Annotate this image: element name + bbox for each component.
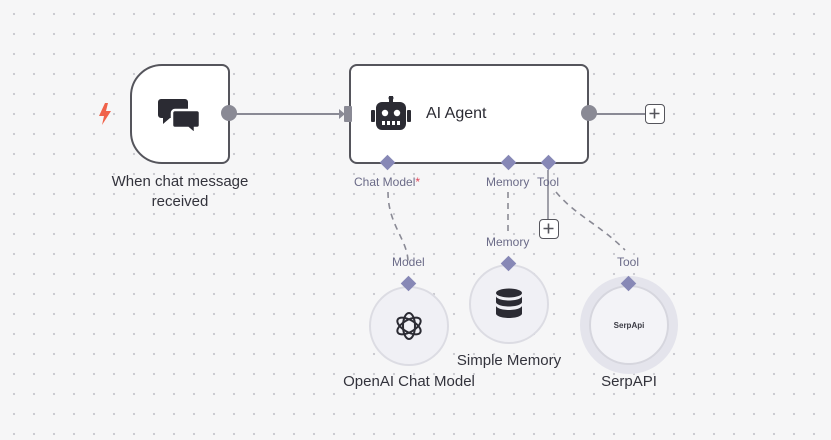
serpapi-logo: SerpApi (613, 320, 645, 330)
plus-icon (543, 223, 554, 234)
connection-tool-to-agent[interactable] (555, 191, 626, 251)
plus-icon (649, 108, 660, 119)
trigger-node-title: When chat message received (111, 173, 249, 210)
ai-agent-node[interactable] (349, 64, 589, 164)
connection-model-to-agent[interactable] (387, 191, 409, 263)
agent-input-port[interactable] (344, 106, 352, 122)
chat-model-port-label: Chat Model* (354, 175, 421, 189)
serpapi-port-label: Tool (617, 255, 640, 269)
memory-node-port-label: Memory (486, 235, 530, 249)
robot-icon (371, 96, 411, 130)
simple-memory-node[interactable] (469, 264, 549, 344)
trigger-output-port[interactable] (221, 105, 237, 121)
openai-logo-icon (396, 312, 422, 340)
connection-arrowhead (339, 109, 345, 119)
memory-port-label: Memory (486, 175, 530, 189)
required-mark: * (415, 175, 421, 189)
chat-bubbles-icon (158, 99, 202, 134)
add-tool-button[interactable] (539, 219, 559, 239)
trigger-node[interactable] (130, 64, 230, 164)
openai-port-label: Model (392, 255, 425, 269)
tool-port-label: Tool (537, 175, 560, 189)
ai-agent-node-title: AI Agent (426, 105, 487, 122)
add-node-button[interactable] (645, 104, 665, 124)
memory-node-title: Simple Memory (456, 352, 562, 369)
serpapi-node[interactable]: SerpApi (589, 285, 669, 365)
agent-output-port[interactable] (581, 105, 597, 121)
lightning-bolt-icon (99, 103, 111, 125)
database-icon (496, 288, 522, 318)
openai-node-title: OpenAI Chat Model (343, 373, 475, 390)
openai-chat-model-node[interactable] (369, 286, 449, 366)
serpapi-node-title: SerpAPI (601, 373, 657, 390)
